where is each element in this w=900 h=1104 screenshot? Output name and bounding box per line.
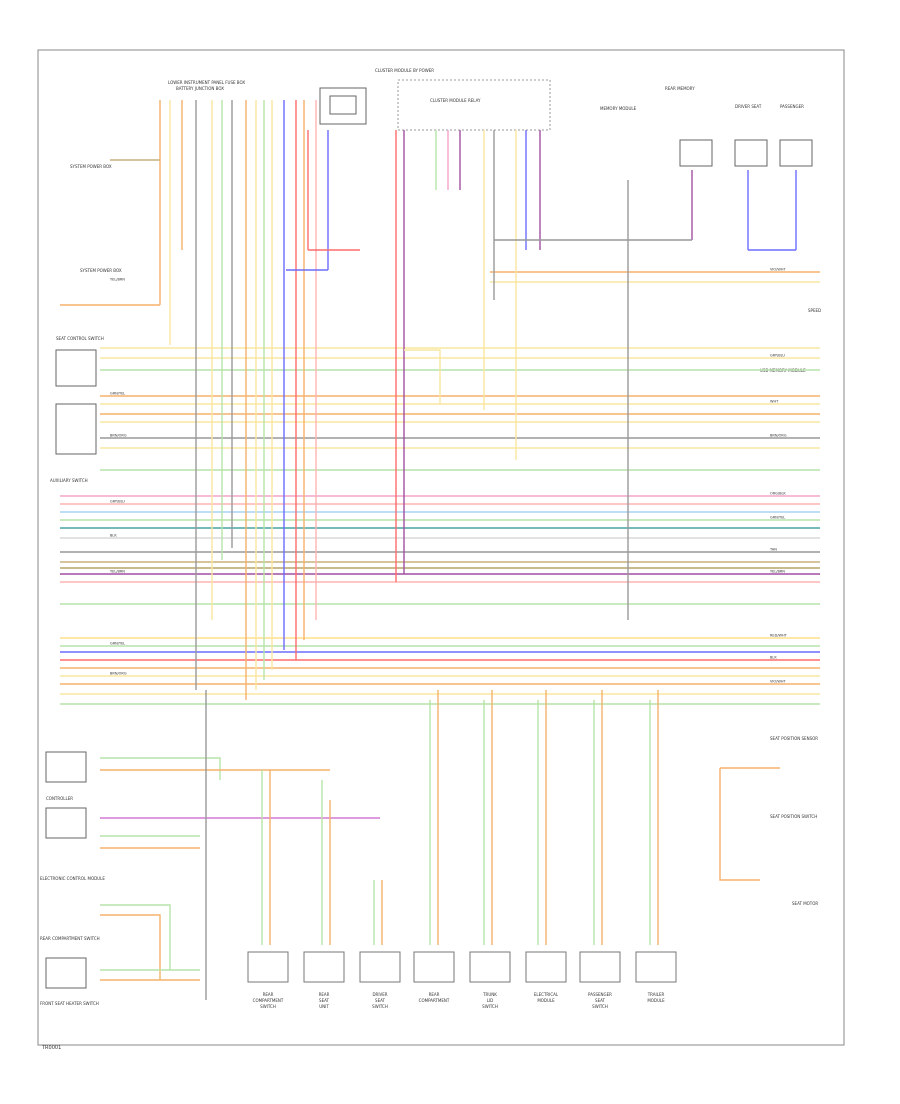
right-ground-label: SPEED — [808, 308, 821, 313]
wire-tag: BLK — [110, 534, 117, 538]
bottom-component-label: REAR — [429, 992, 440, 997]
left-label-ctrl2: ELECTRONIC CONTROL MODULE — [40, 876, 105, 881]
left-box-5 — [45, 957, 87, 989]
wire-tag: BRN/ORG — [110, 672, 127, 676]
bottom-component-label: SWITCH — [592, 1004, 608, 1009]
right-lower-b: SEAT POSITION SWITCH — [770, 814, 817, 819]
bottom-component-box — [635, 951, 677, 983]
bottom-component-box — [525, 951, 567, 983]
right-component-a — [679, 139, 713, 167]
left-box-4 — [45, 807, 87, 839]
wire-tag: YEL/BRN — [770, 570, 785, 574]
wire-tag: BRN/ORG — [110, 434, 127, 438]
bottom-component-label: LID — [487, 998, 494, 1003]
bottom-component-label: MODULE — [647, 998, 665, 1003]
right-label-b: REAR MEMORY — [665, 86, 695, 91]
bottom-component-box — [303, 951, 345, 983]
right-label-c: DRIVER SEAT — [735, 104, 762, 109]
right-label-a: MEMORY MODULE — [600, 106, 637, 111]
wires-group: VIO/WHT YEL/BRN GRY/BLU GRN/YEL WHT BRN/ORG BR… — [60, 100, 820, 1000]
wire-tag: VIO/WHT — [770, 268, 786, 272]
wire-tag: BLK — [770, 656, 777, 660]
left-box-1 — [55, 349, 97, 387]
left-label-inertia: SYSTEM POWER BOX — [70, 164, 112, 169]
elbow-wire — [719, 768, 760, 881]
bottom-component-label: COMPARTMENT — [419, 998, 450, 1003]
bottom-components-group: REARCOMPARTMENTSWITCHREARSEATUNITDRIVERS… — [247, 951, 677, 1009]
elbow-wire — [100, 914, 161, 980]
right-lower-c: SEAT MOTOR — [792, 901, 818, 906]
left-box-2 — [55, 403, 97, 455]
cluster-module-label: CLUSTER MODULE RELAY — [430, 98, 481, 103]
elbow-wire — [100, 904, 171, 970]
bottom-component-label: SEAT — [595, 998, 605, 1003]
bottom-component-label: REAR — [319, 992, 330, 997]
top-module-inner — [329, 95, 357, 115]
bottom-component-label: SWITCH — [372, 1004, 388, 1009]
bottom-component-box — [579, 951, 621, 983]
wire-tag: GRY/BLU — [110, 500, 125, 504]
bottom-component-label: TRAILER — [647, 992, 665, 997]
top-module-box — [319, 87, 367, 125]
left-label-ctrl: CONTROLLER — [46, 796, 73, 801]
bottom-component-box — [359, 951, 401, 983]
left-label-ctrl4: FRONT SEAT HEATER SWITCH — [40, 1001, 99, 1006]
wire-tag: RED/WHT — [770, 634, 788, 638]
bottom-component-label: DRIVER — [372, 992, 387, 997]
right-component-c — [779, 139, 813, 167]
bottom-component-label: SWITCH — [482, 1004, 498, 1009]
wire-tag: YEL/BRN — [110, 570, 125, 574]
elbow-wire — [404, 349, 441, 404]
left-label-light: SEAT CONTROL SWITCH — [56, 336, 104, 341]
wire-tag: ORG/BLK — [770, 492, 786, 496]
wire-tag: TAN — [769, 548, 777, 552]
right-component-b — [734, 139, 768, 167]
left-label-multi: AUXILIARY SWITCH — [50, 478, 88, 483]
left-label-ground: SYSTEM POWER BOX — [80, 268, 122, 273]
bottom-component-label: TRUNK — [482, 992, 497, 997]
cluster-module-sub: CLUSTER MODULE BY POWER — [375, 68, 434, 73]
bottom-component-box — [469, 951, 511, 983]
bottom-component-box — [413, 951, 455, 983]
right-lower-a: SEAT POSITION SENSOR — [770, 736, 818, 741]
wire-tag: BRN/ORG — [770, 434, 787, 438]
top-connector-label: LOWER INSTRUMENT PANEL FUSE BOX — [168, 80, 245, 85]
bottom-component-label: MODULE — [537, 998, 555, 1003]
right-label-d: PASSENGER — [780, 104, 804, 109]
cluster-module-box — [397, 79, 551, 131]
bottom-component-label: SWITCH — [260, 1004, 276, 1009]
bottom-component-label: PASSENGER — [588, 992, 612, 997]
left-label-ctrl3: REAR COMPARTMENT SWITCH — [40, 936, 100, 941]
bottom-component-label: REAR — [263, 992, 274, 997]
elbow-wire — [100, 757, 221, 780]
wire-tag: GRN/YEL — [110, 392, 125, 396]
bottom-component-label: COMPARTMENT — [253, 998, 284, 1003]
footer-code: TR0001 — [41, 1045, 61, 1051]
top-connector-sub: BATTERY JUNCTION BOX — [176, 86, 224, 91]
left-box-3 — [45, 751, 87, 783]
wire-tag: GRY/BLU — [770, 354, 785, 358]
wire-tag: GRN/YEL — [770, 516, 785, 520]
bottom-component-label: SEAT — [319, 998, 329, 1003]
bottom-component-label: UNIT — [319, 1004, 329, 1009]
bottom-component-box — [247, 951, 289, 983]
diagram-frame — [37, 49, 845, 1046]
bottom-component-label: SEAT — [375, 998, 385, 1003]
bottom-component-label: ELECTRICAL — [534, 992, 559, 997]
wire-tag: GRN/YEL — [110, 642, 125, 646]
wire-tag: WHT — [770, 400, 779, 404]
wire-tag: VIO/WHT — [770, 680, 786, 684]
wire-tag: YEL/BRN — [110, 278, 125, 282]
